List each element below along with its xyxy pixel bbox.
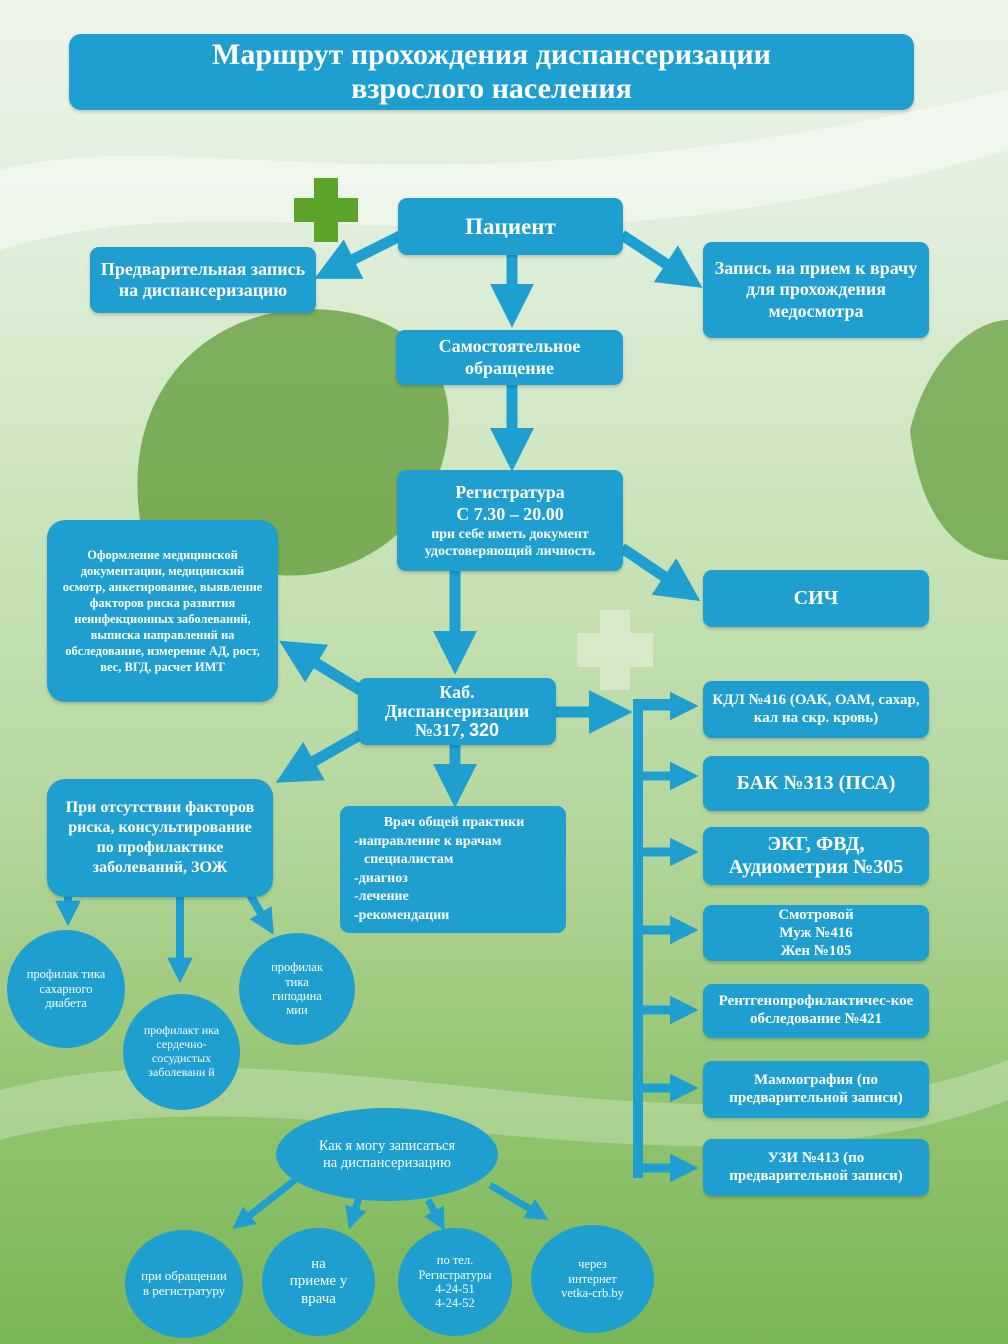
white-cross-icon (577, 610, 653, 690)
cabinet-box: Каб. Диспансеризации №317, 320 (358, 678, 556, 745)
gp-item-treatment: -лечение (354, 889, 409, 905)
title-line-2: взрослого населения (351, 72, 632, 105)
gp-item-diagnosis: -диагноз (354, 870, 408, 886)
arrow-to-signup-internet (488, 1181, 549, 1221)
test-bak-box: БАК №313 (ПСА) (703, 756, 929, 811)
sich-box: СИЧ (703, 570, 929, 627)
arrow-registry-to-sich (618, 543, 701, 602)
no-risk-box: При отсутствии факторов риска, консульти… (47, 779, 273, 897)
arrow-cabinet-to-norisk (275, 730, 363, 783)
phone-line-1: по тел. (436, 1253, 474, 1268)
test-ekg-box: ЭКГ, ФВД, Аудиометрия №305 (703, 827, 929, 885)
arrow-cabinet-to-documentation (279, 640, 363, 695)
exam-line-2: Муж №416 (779, 925, 853, 941)
internet-url: vetka-crb.by (561, 1286, 624, 1301)
registry-box: Регистратура С 7.30 – 20.00 при себе име… (397, 470, 623, 571)
gp-item-referral: -направление к врачам (354, 833, 502, 849)
registry-title: Регистратура (455, 481, 565, 502)
test-exam-box: Смотровой Муж №416 Жен №105 (703, 905, 929, 961)
arrow-to-signup-phone (424, 1198, 445, 1231)
phone-number-1: 4-24-51 (435, 1282, 475, 1296)
internet-line-2: интернет (568, 1271, 617, 1286)
phone-number-2: 4-24-52 (435, 1296, 475, 1311)
globe-shape-right (910, 320, 1008, 560)
test-xray-box: Рентгенопрофилактичес-кое обследование №… (703, 984, 929, 1038)
prevention-diabetes-circle: профилак тика сахарного диабета (7, 930, 125, 1048)
arrow-to-signup-registry (232, 1177, 298, 1230)
test-uzi-box: УЗИ №413 (по предварительной записи) (703, 1139, 929, 1196)
gp-item-recommendations: -рекомендации (354, 908, 450, 924)
registry-note: при себе иметь документ удостоверяющий л… (424, 526, 596, 560)
gp-box: Врач общей практики -направление к врача… (340, 806, 566, 933)
title-line-1: Маршрут прохождения диспансеризации (212, 37, 771, 71)
patient-box: Пациент (398, 198, 623, 255)
prevention-hypodynamia-circle: профилак тика гиподина мии (239, 933, 355, 1045)
pre-registration-box: Предварительная запись на диспансеризаци… (90, 247, 316, 313)
signup-internet-circle: через интернет vetka-crb.by (531, 1225, 654, 1333)
phone-line-2: Регистратуры (418, 1267, 492, 1282)
globe-shape (137, 309, 449, 576)
test-mammo-box: Маммография (по предварительной записи) (703, 1061, 929, 1118)
arrow-patient-to-appointment (618, 230, 703, 288)
documentation-box: Оформление медицинской документации, мед… (47, 520, 278, 702)
signup-doctor-circle: на приеме у врача (262, 1228, 375, 1336)
exam-line-3: Жен №105 (780, 943, 852, 959)
signup-question-ellipse: Как я могу записаться на диспансеризацию (276, 1108, 498, 1201)
signup-registry-circle: при обращении в регистратуру (125, 1230, 243, 1338)
arrow-to-hypodynamia (246, 892, 274, 935)
page-title: Маршрут прохождения диспансеризации взро… (69, 34, 914, 110)
arrow-patient-to-prereg (314, 230, 405, 279)
appointment-box: Запись на прием к врачу для прохождения … (703, 242, 929, 338)
gp-item-specialists: специалистам (364, 852, 454, 868)
cabinet-line-3: №317, (414, 719, 465, 740)
exam-line-1: Смотровой (778, 907, 854, 923)
prevention-cardio-circle: профилакт ика сердечно-сосудистых заболе… (123, 994, 240, 1110)
gp-title: Врач общей практики (383, 815, 525, 830)
cabinet-line-2: Диспансеризации (384, 701, 530, 722)
registry-hours: С 7.30 – 20.00 (456, 504, 564, 524)
test-kdl-box: КДЛ №416 (ОАК, ОАМ, сахар, кал на скр. к… (703, 681, 929, 738)
cabinet-line-1: Каб. (439, 682, 475, 703)
internet-line-1: через (578, 1257, 607, 1272)
self-visit-box: Самостоятельное обращение (396, 330, 623, 385)
cabinet-number-320: 320 (469, 719, 500, 740)
signup-phone-circle: по тел. Регистратуры 4-24-51 4-24-52 (398, 1228, 512, 1336)
green-cross-icon (294, 178, 358, 242)
